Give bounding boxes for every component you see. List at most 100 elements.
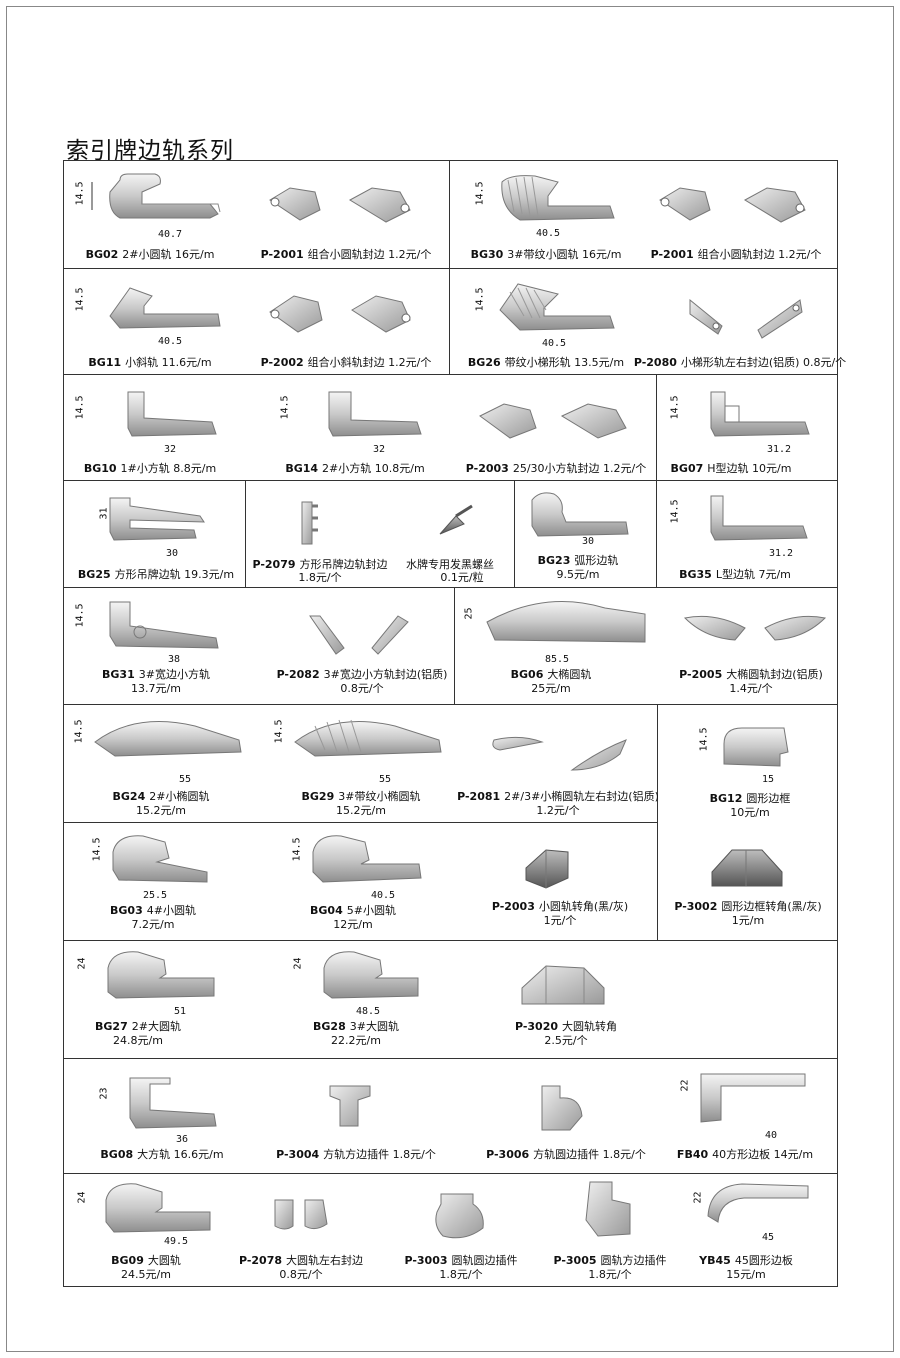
product-price: 0.8元/个 — [279, 1268, 323, 1281]
dim-width: 38 — [168, 654, 181, 665]
dim-height: 24 — [76, 1191, 88, 1204]
dim-width: 55 — [179, 774, 192, 785]
end-cap-image — [479, 403, 627, 439]
product-price: 13.7元/m — [131, 682, 181, 695]
dim-height: 14.5 — [291, 837, 303, 862]
rail-profile-image — [486, 601, 646, 643]
dim-width: 30 — [166, 548, 179, 559]
product-price: 1元/m — [731, 914, 765, 927]
dim-height: 14.5 — [698, 727, 710, 752]
product-price: 0.8元/个 — [340, 682, 384, 695]
product-price: 1.4元/个 — [729, 682, 773, 695]
insert-image — [329, 1085, 371, 1127]
dim-height: 14.5 — [74, 395, 86, 420]
insert-image — [585, 1181, 631, 1237]
dim-width: 45 — [762, 1232, 775, 1243]
product-price: 1.8元/个 — [588, 1268, 632, 1281]
dim-height: 14.5 — [273, 719, 285, 744]
rail-profile-image — [109, 497, 205, 541]
dim-width: 15 — [762, 774, 775, 785]
end-cap-image — [274, 1199, 328, 1230]
end-cap-image — [269, 295, 411, 333]
product-price: 7.2元/m — [131, 918, 175, 931]
dim-width: 40.5 — [158, 336, 183, 347]
rail-profile-image — [700, 1073, 806, 1123]
rail-profile-image — [723, 727, 789, 767]
dim-width: 32 — [373, 444, 386, 455]
end-cap-image — [309, 615, 409, 655]
dim-height: 14.5 — [73, 719, 85, 744]
dim-height: 14.5 — [91, 837, 103, 862]
dim-width: 55 — [379, 774, 392, 785]
dim-width: 40.5 — [536, 228, 561, 239]
product-price: 10元/m — [730, 806, 770, 819]
product-price: 1.8元/个 — [439, 1268, 483, 1281]
rail-profile-image — [501, 175, 615, 221]
corner-image — [525, 849, 569, 889]
product-price: 25元/m — [531, 682, 571, 695]
product-price: 2.5元/个 — [544, 1034, 588, 1047]
row-2 — [64, 269, 837, 375]
corner-image — [521, 965, 605, 1005]
dim-height: 14.5 — [474, 181, 486, 206]
rail-profile-image — [91, 173, 221, 219]
rail-profile-image — [710, 391, 810, 437]
end-cap-image — [301, 501, 473, 545]
row-6 — [64, 705, 837, 941]
screw-caption: 水牌专用发黑螺丝 — [406, 558, 494, 571]
product-price: 1元/个 — [543, 914, 577, 927]
product-price: 12元/m — [333, 918, 373, 931]
row-3 — [64, 375, 837, 481]
catalog-grid — [63, 160, 838, 1287]
end-cap-image — [492, 736, 627, 771]
dim-height: 24 — [76, 957, 88, 970]
dim-width: 48.5 — [356, 1006, 381, 1017]
rail-profile-image — [294, 719, 442, 757]
dim-width: 32 — [164, 444, 177, 455]
dim-height: 31 — [98, 507, 110, 520]
end-cap-image — [659, 187, 806, 223]
dim-height: 25 — [463, 607, 475, 620]
dim-height: 14.5 — [669, 395, 681, 420]
page-title: 索引牌边轨系列 — [66, 138, 234, 164]
row-7 — [64, 822, 837, 941]
dim-width: 36 — [176, 1134, 189, 1145]
insert-image — [435, 1193, 484, 1239]
dim-width: 51 — [174, 1006, 187, 1017]
rail-profile-image — [109, 601, 219, 649]
rail-profile-image — [107, 951, 215, 999]
